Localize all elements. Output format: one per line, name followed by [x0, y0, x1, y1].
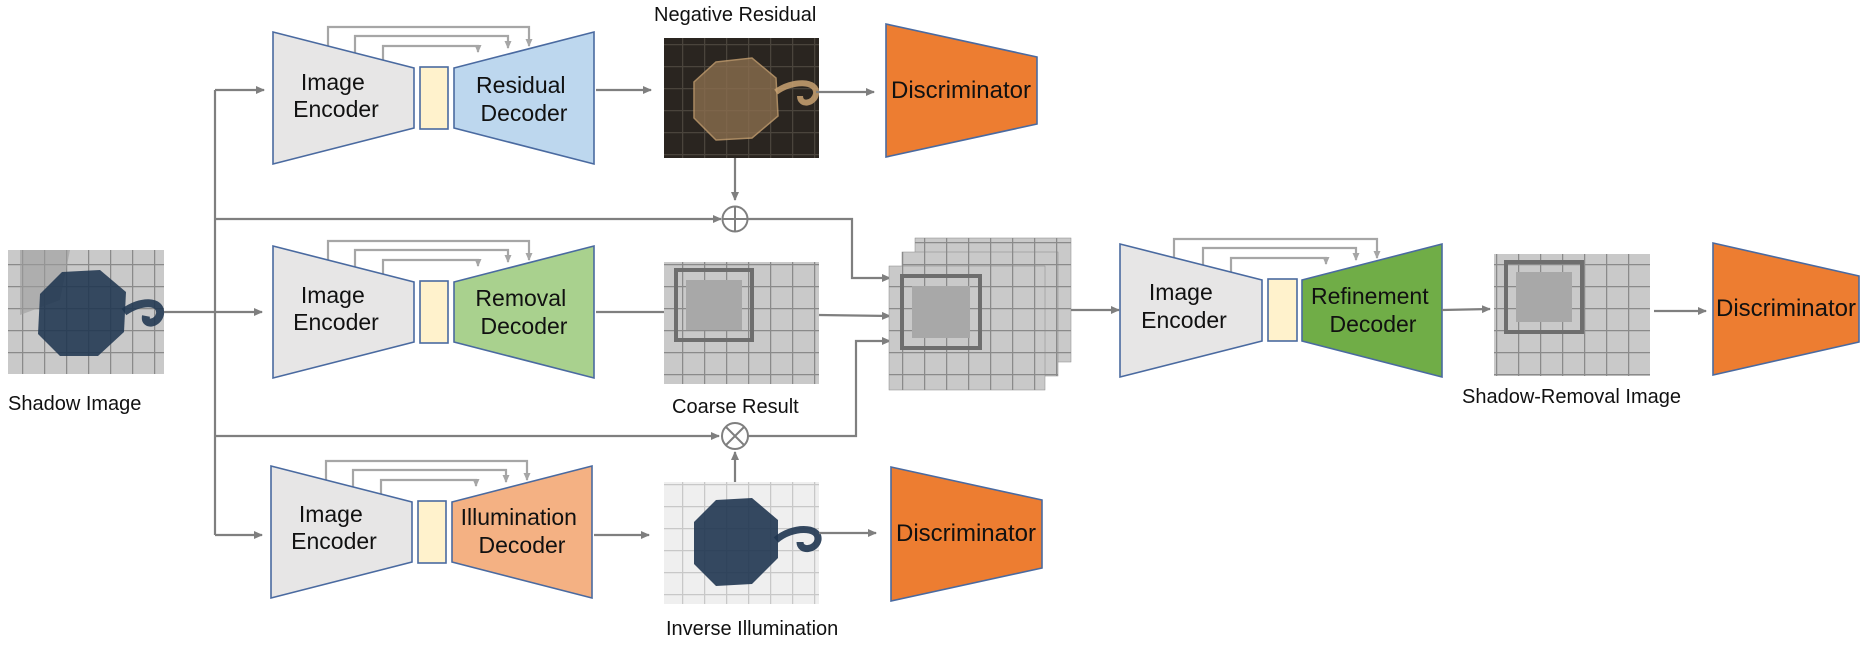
illumination-image-encoder [270, 464, 413, 600]
illumination-bottleneck [417, 500, 447, 564]
refinement-encoder-label: Image Encoder [1141, 279, 1227, 333]
shadow-removal-image [1494, 254, 1650, 376]
illumination-branch: Image Encoder Illumination Decoder [270, 459, 650, 600]
removal-decoder-label: Removal Decoder [475, 285, 572, 339]
shadow-image [8, 250, 164, 374]
stacked-intermediate-images [888, 237, 1072, 391]
refinement-image-encoder [1119, 242, 1263, 379]
coarse-result-image [664, 262, 819, 384]
refinement-decoder [1301, 242, 1443, 379]
refinement-discriminator: Discriminator [1712, 241, 1860, 377]
illumination-decoder [451, 464, 593, 600]
residual-branch: Image Encoder Residual Decoder [272, 25, 652, 166]
svg-text:Discriminator: Discriminator [896, 520, 1036, 547]
residual-image-encoder [272, 30, 415, 166]
residual-discriminator: Discriminator [885, 23, 1038, 158]
removal-bottleneck [419, 280, 449, 344]
refinement-branch: Image Encoder Refinement Decoder [1119, 237, 1491, 379]
multiply-operator-icon [721, 422, 749, 450]
negative-residual-caption: Negative Residual [654, 4, 816, 26]
shadow-removal-caption: Shadow-Removal Image [1462, 386, 1681, 408]
removal-branch: Image Encoder Removal Decoder [272, 239, 682, 380]
refinement-decoder-label: Refinement Decoder [1311, 283, 1435, 337]
inverse-illumination-caption: Inverse Illumination [666, 618, 838, 640]
refinement-bottleneck [1267, 278, 1298, 342]
illumination-encoder-label: Image Encoder [291, 501, 377, 554]
coarse-result-caption: Coarse Result [672, 396, 799, 418]
inverse-illumination-image [664, 482, 822, 604]
svg-text:Discriminator: Discriminator [891, 77, 1031, 104]
add-operator-icon [721, 205, 749, 233]
residual-decoder-label: Residual Decoder [476, 72, 572, 126]
multiply-to-stack-arrow [748, 337, 891, 438]
illumination-discriminator: Discriminator [890, 466, 1043, 602]
add-to-stack-arrow [747, 217, 891, 282]
residual-decoder [453, 30, 595, 166]
residual-bottleneck [419, 66, 449, 130]
svg-text:Discriminator: Discriminator [1716, 295, 1856, 322]
removal-image-encoder [272, 244, 415, 380]
removal-encoder-label: Image Encoder [293, 282, 379, 335]
residual-encoder-label: Image Encoder [293, 69, 379, 122]
illumination-decoder-label: Illumination Decoder [461, 504, 584, 558]
shadow-image-caption: Shadow Image [8, 393, 141, 415]
negative-residual-image [664, 38, 819, 158]
coarse-to-stack-arrow [818, 311, 891, 320]
removal-decoder [453, 244, 595, 380]
